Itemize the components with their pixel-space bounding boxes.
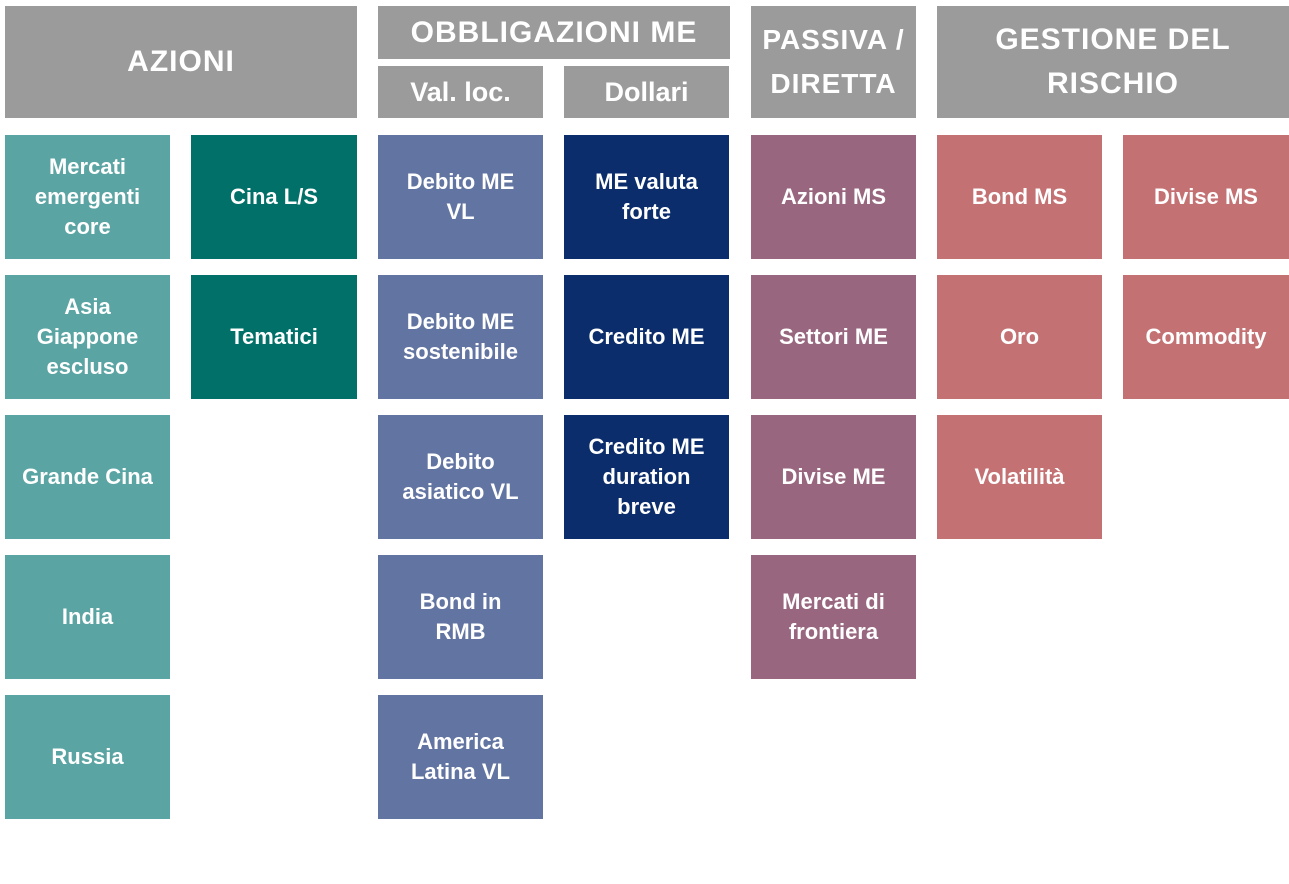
header-obbligazioni-me: OBBLIGAZIONI ME <box>378 6 730 59</box>
tile-india: India <box>5 555 170 679</box>
tile-divise-me: Divise ME <box>751 415 916 539</box>
tile-debito-me-sostenibile: Debito ME sostenibile <box>378 275 543 399</box>
tile-debito-me-vl: Debito ME VL <box>378 135 543 259</box>
header-passiva-diretta: PASSIVA / DIRETTA <box>751 6 916 118</box>
subheader-val-loc: Val. loc. <box>378 66 543 118</box>
tile-settori-me: Settori ME <box>751 275 916 399</box>
tile-bond-ms: Bond MS <box>937 135 1102 259</box>
tile-divise-ms: Divise MS <box>1123 135 1289 259</box>
tile-bond-in-rmb: Bond in RMB <box>378 555 543 679</box>
tile-tematici: Tematici <box>191 275 357 399</box>
tile-commodity: Commodity <box>1123 275 1289 399</box>
tile-debito-asiatico-vl: Debito asiatico VL <box>378 415 543 539</box>
tile-azioni-ms: Azioni MS <box>751 135 916 259</box>
tile-mercati-di-frontiera: Mercati di frontiera <box>751 555 916 679</box>
tile-credito-me: Credito ME <box>564 275 729 399</box>
header-gestione-rischio: GESTIONE DEL RISCHIO <box>937 6 1289 118</box>
tile-russia: Russia <box>5 695 170 819</box>
subheader-dollari: Dollari <box>564 66 729 118</box>
tile-america-latina-vl: America Latina VL <box>378 695 543 819</box>
tile-mercati-emergenti-core: Mercati emergenti core <box>5 135 170 259</box>
tile-me-valuta-forte: ME valuta forte <box>564 135 729 259</box>
tile-oro: Oro <box>937 275 1102 399</box>
tile-grande-cina: Grande Cina <box>5 415 170 539</box>
tile-credito-me-duration-breve: Credito ME duration breve <box>564 415 729 539</box>
tile-asia-giappone-escluso: Asia Giappone escluso <box>5 275 170 399</box>
tile-cina-ls: Cina L/S <box>191 135 357 259</box>
header-azioni: AZIONI <box>5 6 357 118</box>
tile-volatilita: Volatilità <box>937 415 1102 539</box>
